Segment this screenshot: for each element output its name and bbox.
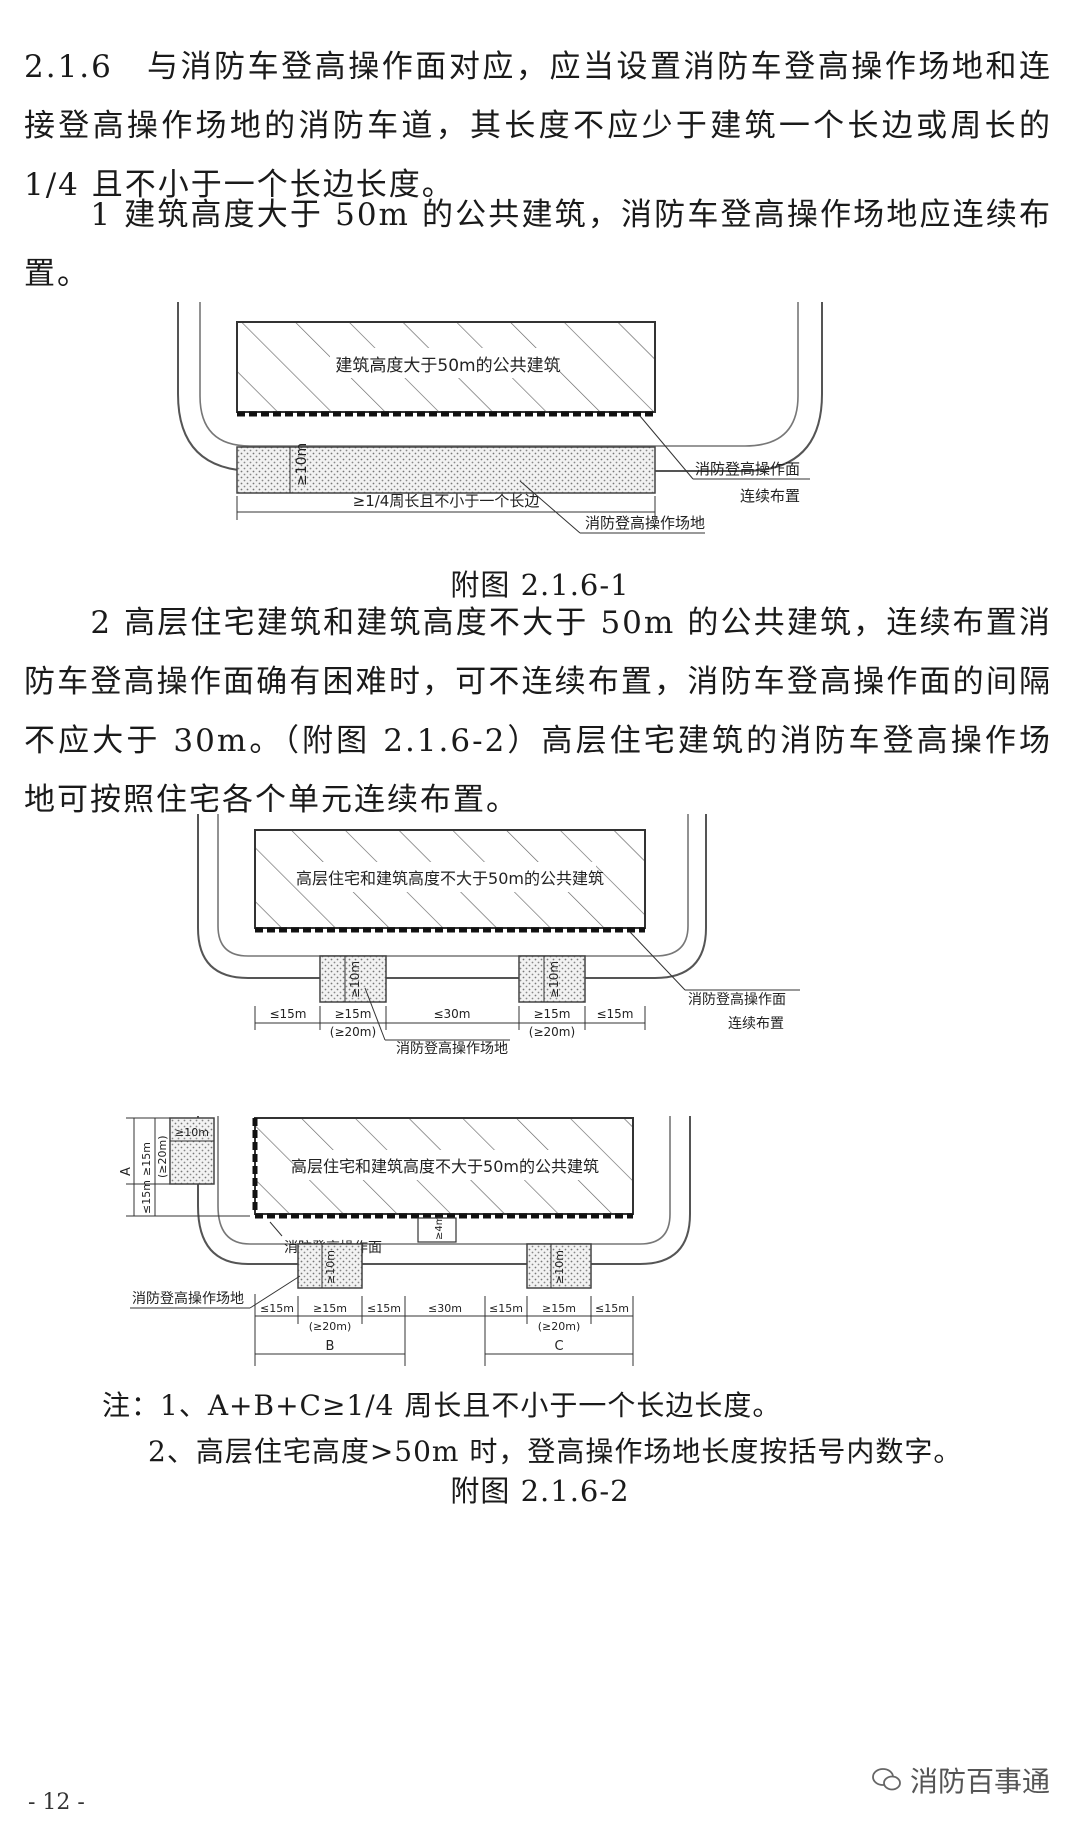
dim-4m-label: ≥4m — [434, 1216, 445, 1240]
operation-site-b — [297, 1243, 363, 1289]
side-site-width-label: ≥10m — [175, 1126, 209, 1139]
dim-c-le15-left: ≤15m — [489, 1302, 523, 1315]
watermark: 消防百事通 — [872, 1760, 1050, 1800]
face-continuous-label: 连续布置 — [740, 487, 800, 505]
dim-b-ge20: (≥20m) — [309, 1320, 352, 1333]
dim-le15-right: ≤15m — [596, 1007, 633, 1021]
site-b-width-label: ≥10m — [324, 1250, 337, 1284]
dim-c-le15-right: ≤15m — [595, 1302, 629, 1315]
side-dim-le15: ≤15m — [140, 1180, 153, 1214]
face-label: 消防登高操作面 — [695, 460, 800, 478]
dim-b-le15-left: ≤15m — [260, 1302, 294, 1315]
building-label: 高层住宅和建筑高度不大于50m的公共建筑 — [296, 869, 604, 888]
dim-ge20-left: (≥20m) — [330, 1025, 376, 1039]
figure-2-1-6-1: 建筑高度大于50m的公共建筑 ≥10m ≥1/4周长且不小于一个长边 消防登高操… — [177, 302, 823, 534]
clause-2-1-6: 2.1.6 与消防车登高操作面对应，应当设置消防车登高操作场地和连接登高操作场地… — [24, 49, 1052, 203]
dim-ge15-right: ≥15m — [533, 1007, 570, 1021]
building-label: 建筑高度大于50m的公共建筑 — [335, 356, 560, 376]
item-2-text: 2 高层住宅建筑和建筑高度不大于 50m 的公共建筑，连续布置消防车登高操作面确… — [24, 605, 1052, 818]
face-continuous-label: 连续布置 — [728, 1015, 784, 1032]
fire-lane-inner — [199, 302, 799, 447]
building-label: 高层住宅和建筑高度不大于50m的公共建筑 — [291, 1157, 599, 1176]
site-label: 消防登高操作场地 — [585, 514, 705, 532]
side-dim-ge20: (≥20m) — [156, 1135, 169, 1178]
site-left-width-label: ≥10m — [348, 961, 362, 998]
site-label: 消防登高操作场地 — [396, 1040, 508, 1057]
figure-2-caption: 附图 2.1.6-2 — [450, 1474, 630, 1508]
dim-le30: ≤30m — [428, 1302, 462, 1315]
dim-label-a: A — [119, 1167, 134, 1176]
dim-le30: ≤30m — [433, 1007, 470, 1021]
dim-b-le15-right: ≤15m — [367, 1302, 401, 1315]
watermark-text: 消防百事通 — [909, 1765, 1050, 1798]
dim-ge15-left: ≥15m — [334, 1007, 371, 1021]
note-2: 2、高层住宅高度>50m 时，登高操作场地长度按括号内数字。 — [148, 1435, 963, 1468]
dim-c-ge15: ≥15m — [542, 1302, 576, 1315]
wechat-icon — [872, 1768, 901, 1791]
dim-label-c: C — [554, 1339, 563, 1354]
dim-width-label: ≥10m — [294, 443, 310, 486]
operation-site-c — [526, 1243, 592, 1289]
dim-ge20-right: (≥20m) — [529, 1025, 575, 1039]
dim-b-ge15: ≥15m — [313, 1302, 347, 1315]
figure-2-1-6-2b: ≥10m A ≥15m (≥20m) ≤15m 高层住宅和建筑高度不大于50m的… — [119, 1116, 691, 1366]
page-number: - 12 - — [28, 1790, 85, 1815]
operation-site-left — [319, 955, 387, 1003]
item-1-text: 1 建筑高度大于 50m 的公共建筑，消防车登高操作场地应连续布置。 — [24, 197, 1052, 292]
dim-c-ge20: (≥20m) — [538, 1320, 581, 1333]
site-c-width-label: ≥10m — [553, 1250, 566, 1284]
dim-length-label: ≥1/4周长且不小于一个长边 — [353, 492, 540, 510]
operation-site — [236, 446, 656, 494]
operation-site-right — [518, 955, 586, 1003]
figure-1-caption: 附图 2.1.6-1 — [450, 568, 630, 602]
figure-2-1-6-2a: 高层住宅和建筑高度不大于50m的公共建筑 ≥10m ≥10m ≤15m ≥15m… — [197, 814, 800, 1057]
site-right-width-label: ≥10m — [547, 961, 561, 998]
side-dim-ge15: ≥15m — [140, 1142, 153, 1176]
site-label: 消防登高操作场地 — [132, 1290, 244, 1307]
note-1: 注：1、A+B+C≥1/4 周长且不小于一个长边长度。 — [102, 1389, 782, 1422]
dim-label-b: B — [326, 1339, 335, 1354]
face-label: 消防登高操作面 — [688, 991, 786, 1008]
operation-site-side — [169, 1117, 215, 1185]
dim-le15-left: ≤15m — [269, 1007, 306, 1021]
